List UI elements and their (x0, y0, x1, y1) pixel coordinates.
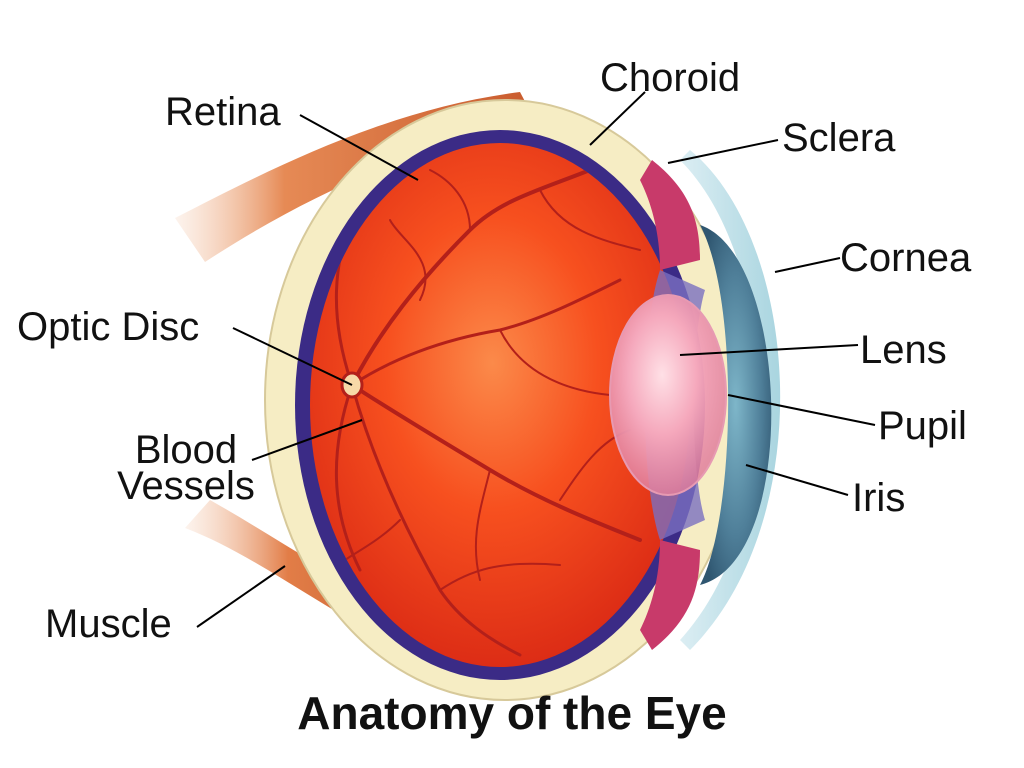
label-cornea: Cornea (840, 236, 972, 280)
leader-blood-vessels (251, 419, 363, 461)
blood-vessels (334, 168, 642, 657)
label-iris: Iris (852, 476, 906, 520)
lens (609, 294, 727, 496)
label-blood-vessels-line1: Blood (134, 428, 238, 472)
label-muscle: Muscle (45, 602, 172, 646)
label-pupil: Pupil (878, 404, 967, 448)
leader-sclera (667, 139, 779, 164)
leader-retina (299, 114, 419, 181)
leader-pupil (727, 394, 876, 426)
ciliary-lower (640, 540, 700, 650)
leader-choroid (589, 91, 646, 146)
label-optic-disc: Optic Disc (17, 305, 200, 349)
ciliary-upper (640, 160, 700, 270)
label-blood-vessels-line2: Vessels (117, 464, 255, 508)
label-sclera: Sclera (782, 116, 896, 160)
leader-muscle (196, 565, 286, 628)
leader-iris (745, 464, 849, 496)
leader-optic-disc (232, 327, 353, 386)
label-choroid: Choroid (600, 56, 741, 100)
diagram-title: Anatomy of the Eye (297, 687, 727, 739)
leader-lens (679, 344, 859, 356)
label-lens: Lens (860, 328, 947, 372)
leader-cornea (774, 257, 841, 273)
label-blood-vessels: Blood Vessels (102, 428, 270, 508)
cornea (680, 150, 781, 650)
iris (700, 225, 772, 585)
retina-interior (310, 143, 690, 667)
label-retina: Retina (165, 90, 281, 134)
